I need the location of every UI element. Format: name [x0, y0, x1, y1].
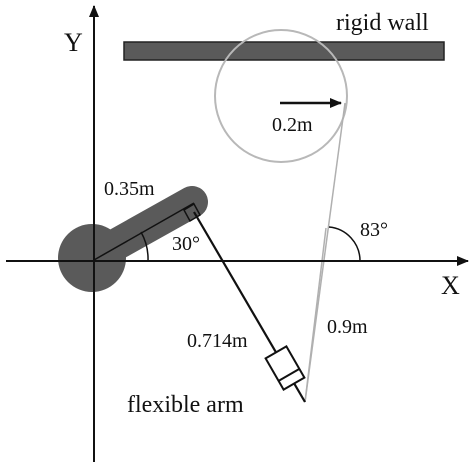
joint-angle-label: 30°: [172, 233, 200, 255]
angle-arc-30: [140, 231, 149, 262]
reference-circle: [214, 29, 348, 163]
rigid-link-centerline: [93, 202, 195, 261]
flexible-arm-length-label: 0.714m: [187, 330, 248, 352]
radius-label: 0.2m: [272, 114, 313, 136]
rigid-wall: [123, 41, 445, 61]
rigid-link-length-label: 0.35m: [104, 178, 155, 200]
line-angle-label: 83°: [360, 219, 388, 241]
base-hub: [58, 224, 126, 292]
tangent-line-right: [304, 102, 346, 403]
distance-label: 0.9m: [327, 316, 368, 338]
payload-block: [264, 345, 306, 391]
x-axis-label: X: [441, 271, 460, 300]
flexible-arm-label: flexible arm: [127, 392, 244, 418]
joint-square: [182, 202, 202, 223]
rigid-wall-label: rigid wall: [336, 10, 429, 36]
angle-arc-83: [328, 226, 361, 262]
y-axis-label: Y: [64, 28, 83, 57]
